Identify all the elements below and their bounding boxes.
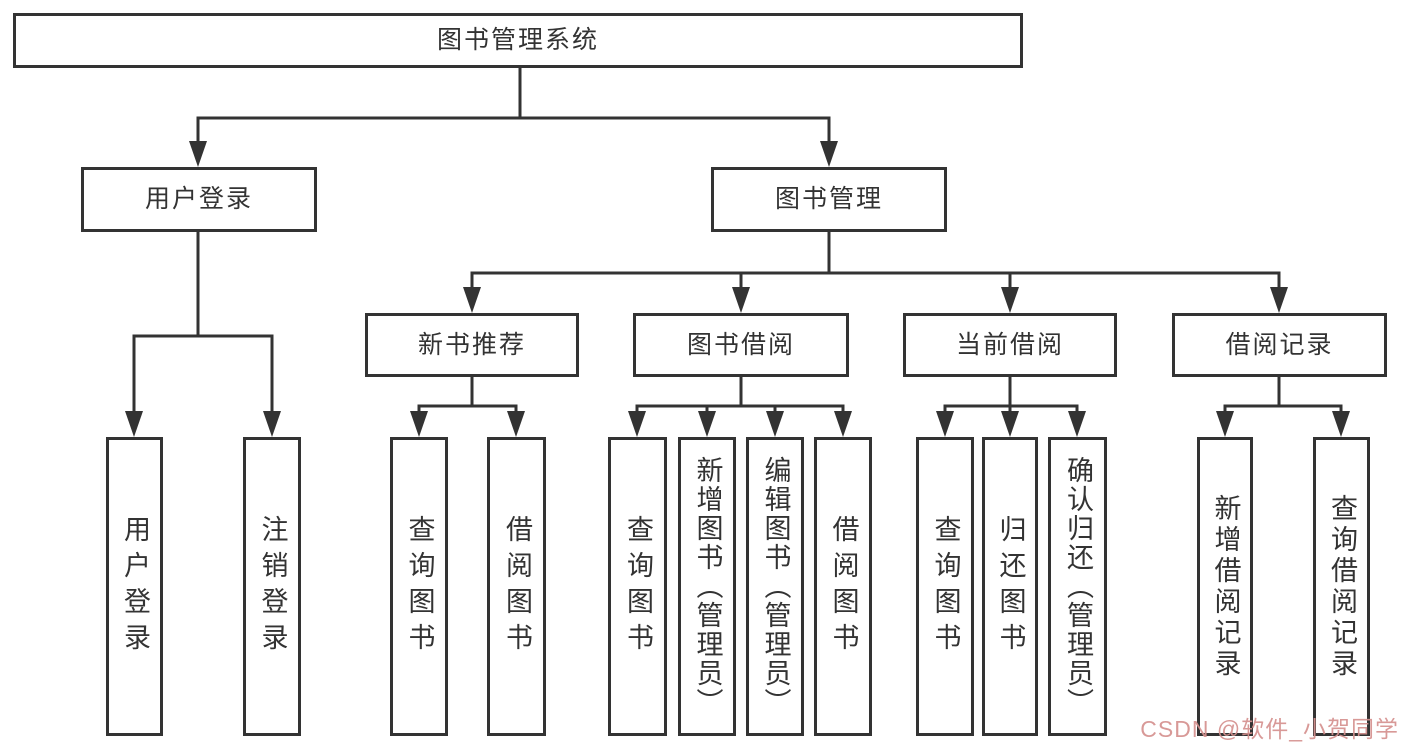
leaf-add-books-admin: 新增图书（管理员）: [678, 437, 736, 736]
leaf-add-borrow-record-label: 新增借阅记录: [1210, 493, 1241, 680]
leaf-edit-books-admin: 编辑图书（管理员）: [746, 437, 804, 736]
leaf-borrow-books-1: 借阅图书: [487, 437, 546, 736]
node-root: 图书管理系统: [13, 13, 1023, 68]
node-current-borrow: 当前借阅: [903, 313, 1117, 377]
leaf-query-books-1-label: 查询图书: [404, 514, 435, 659]
leaf-query-books-2-label: 查询图书: [623, 514, 653, 659]
node-current-borrow-label: 当前借阅: [955, 330, 1064, 359]
node-borrow-records-label: 借阅记录: [1225, 330, 1334, 359]
node-book-management: 图书管理: [711, 167, 947, 232]
leaf-query-books-2: 查询图书: [608, 437, 667, 736]
leaf-borrow-books-2-label: 借阅图书: [828, 514, 859, 659]
leaf-query-borrow-record: 查询借阅记录: [1313, 437, 1370, 736]
leaf-add-books-admin-label: 新增图书（管理员）: [692, 456, 723, 717]
node-user-login: 用户登录: [81, 167, 317, 232]
arrowheads: [125, 141, 1350, 437]
leaf-edit-books-admin-label: 编辑图书（管理员）: [760, 456, 791, 717]
leaf-user-login-label: 用户登录: [120, 514, 150, 659]
node-book-borrow-label: 图书借阅: [686, 330, 795, 359]
leaf-confirm-return-admin-label: 确认归还（管理员）: [1063, 456, 1093, 717]
leaf-logout-label: 注销登录: [257, 514, 288, 659]
leaf-return-books: 归还图书: [982, 437, 1038, 736]
leaf-query-borrow-record-label: 查询借阅记录: [1327, 493, 1357, 680]
node-book-borrow: 图书借阅: [633, 313, 849, 377]
node-borrow-records: 借阅记录: [1172, 313, 1387, 377]
node-new-book-recommend-label: 新书推荐: [417, 330, 526, 359]
node-root-label: 图书管理系统: [436, 26, 599, 54]
leaf-query-books-3-label: 查询图书: [930, 514, 961, 659]
leaf-add-borrow-record: 新增借阅记录: [1197, 437, 1253, 736]
leaf-query-books-3: 查询图书: [916, 437, 974, 736]
node-user-login-label: 用户登录: [144, 185, 253, 213]
leaf-logout: 注销登录: [243, 437, 301, 736]
node-book-management-label: 图书管理: [774, 185, 883, 213]
node-new-book-recommend: 新书推荐: [365, 313, 579, 377]
leaf-confirm-return-admin: 确认归还（管理员）: [1048, 437, 1107, 736]
leaf-borrow-books-1-label: 借阅图书: [502, 514, 532, 659]
leaf-user-login: 用户登录: [106, 437, 163, 736]
leaf-return-books-label: 归还图书: [995, 514, 1026, 659]
leaf-borrow-books-2: 借阅图书: [814, 437, 872, 736]
leaf-query-books-1: 查询图书: [390, 437, 448, 736]
